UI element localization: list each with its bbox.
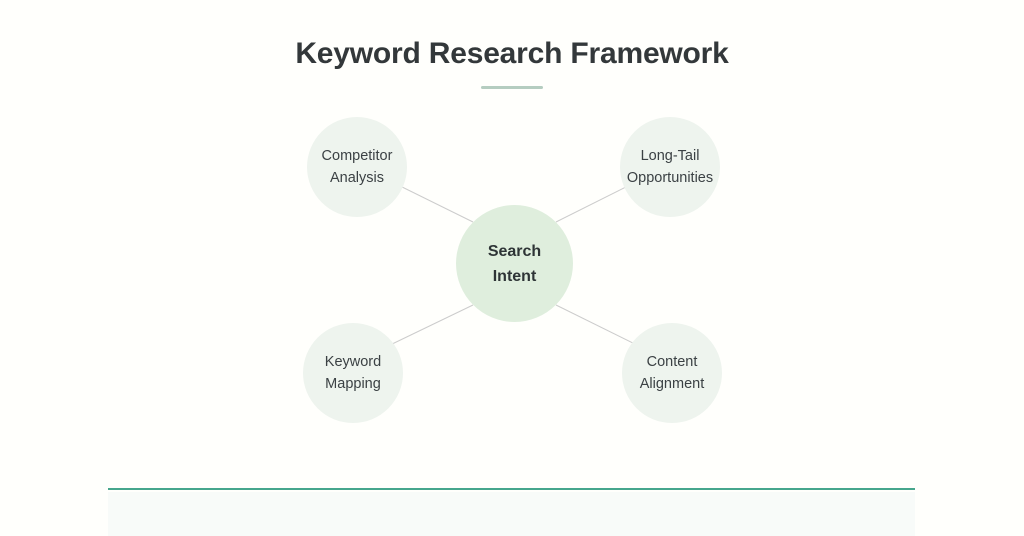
node-label-line-2: Mapping [325,376,381,392]
node-label-line-1: Keyword [324,354,382,370]
node-label-line-2: Alignment [639,376,705,392]
node-label-search-intent: Search Intent [488,239,541,289]
footer-divider [108,488,915,490]
node-competitor-analysis[interactable]: Competitor Analysis [307,117,407,217]
connector-lines [387,181,640,347]
node-label-line-2: Intent [492,267,537,285]
connector-center-to-competitor-analysis [391,181,474,223]
node-label-line-2: Opportunities [626,170,714,186]
node-label-line-2: Analysis [329,170,384,186]
node-label-line-1: Content [646,354,698,370]
connector-center-to-keyword-mapping [387,304,474,347]
node-search-intent[interactable]: Search Intent [456,205,573,322]
node-content-alignment[interactable]: Content Alignment [622,323,722,423]
node-label-long-tail-opportunities: Long-Tail Opportunities [627,145,713,189]
connector-center-to-long-tail [555,181,637,223]
title-accent-underline [481,86,543,89]
keyword-framework-diagram: Competitor Analysis Long-Tail Opportunit… [0,96,1024,446]
node-label-competitor-analysis: Competitor Analysis [322,145,393,189]
node-long-tail-opportunities[interactable]: Long-Tail Opportunities [620,117,720,217]
node-label-line-1: Competitor [321,148,393,164]
connector-center-to-content-alignment [555,304,640,347]
node-keyword-mapping[interactable]: Keyword Mapping [303,323,403,423]
page-title: Keyword Research Framework [295,37,729,70]
node-label-keyword-mapping: Keyword Mapping [325,351,381,395]
node-label-line-1: Long-Tail [640,148,700,164]
node-label-line-1: Search [487,242,542,260]
node-label-content-alignment: Content Alignment [640,351,704,395]
footer-band [108,492,915,536]
title-block: Keyword Research Framework [0,34,1024,89]
